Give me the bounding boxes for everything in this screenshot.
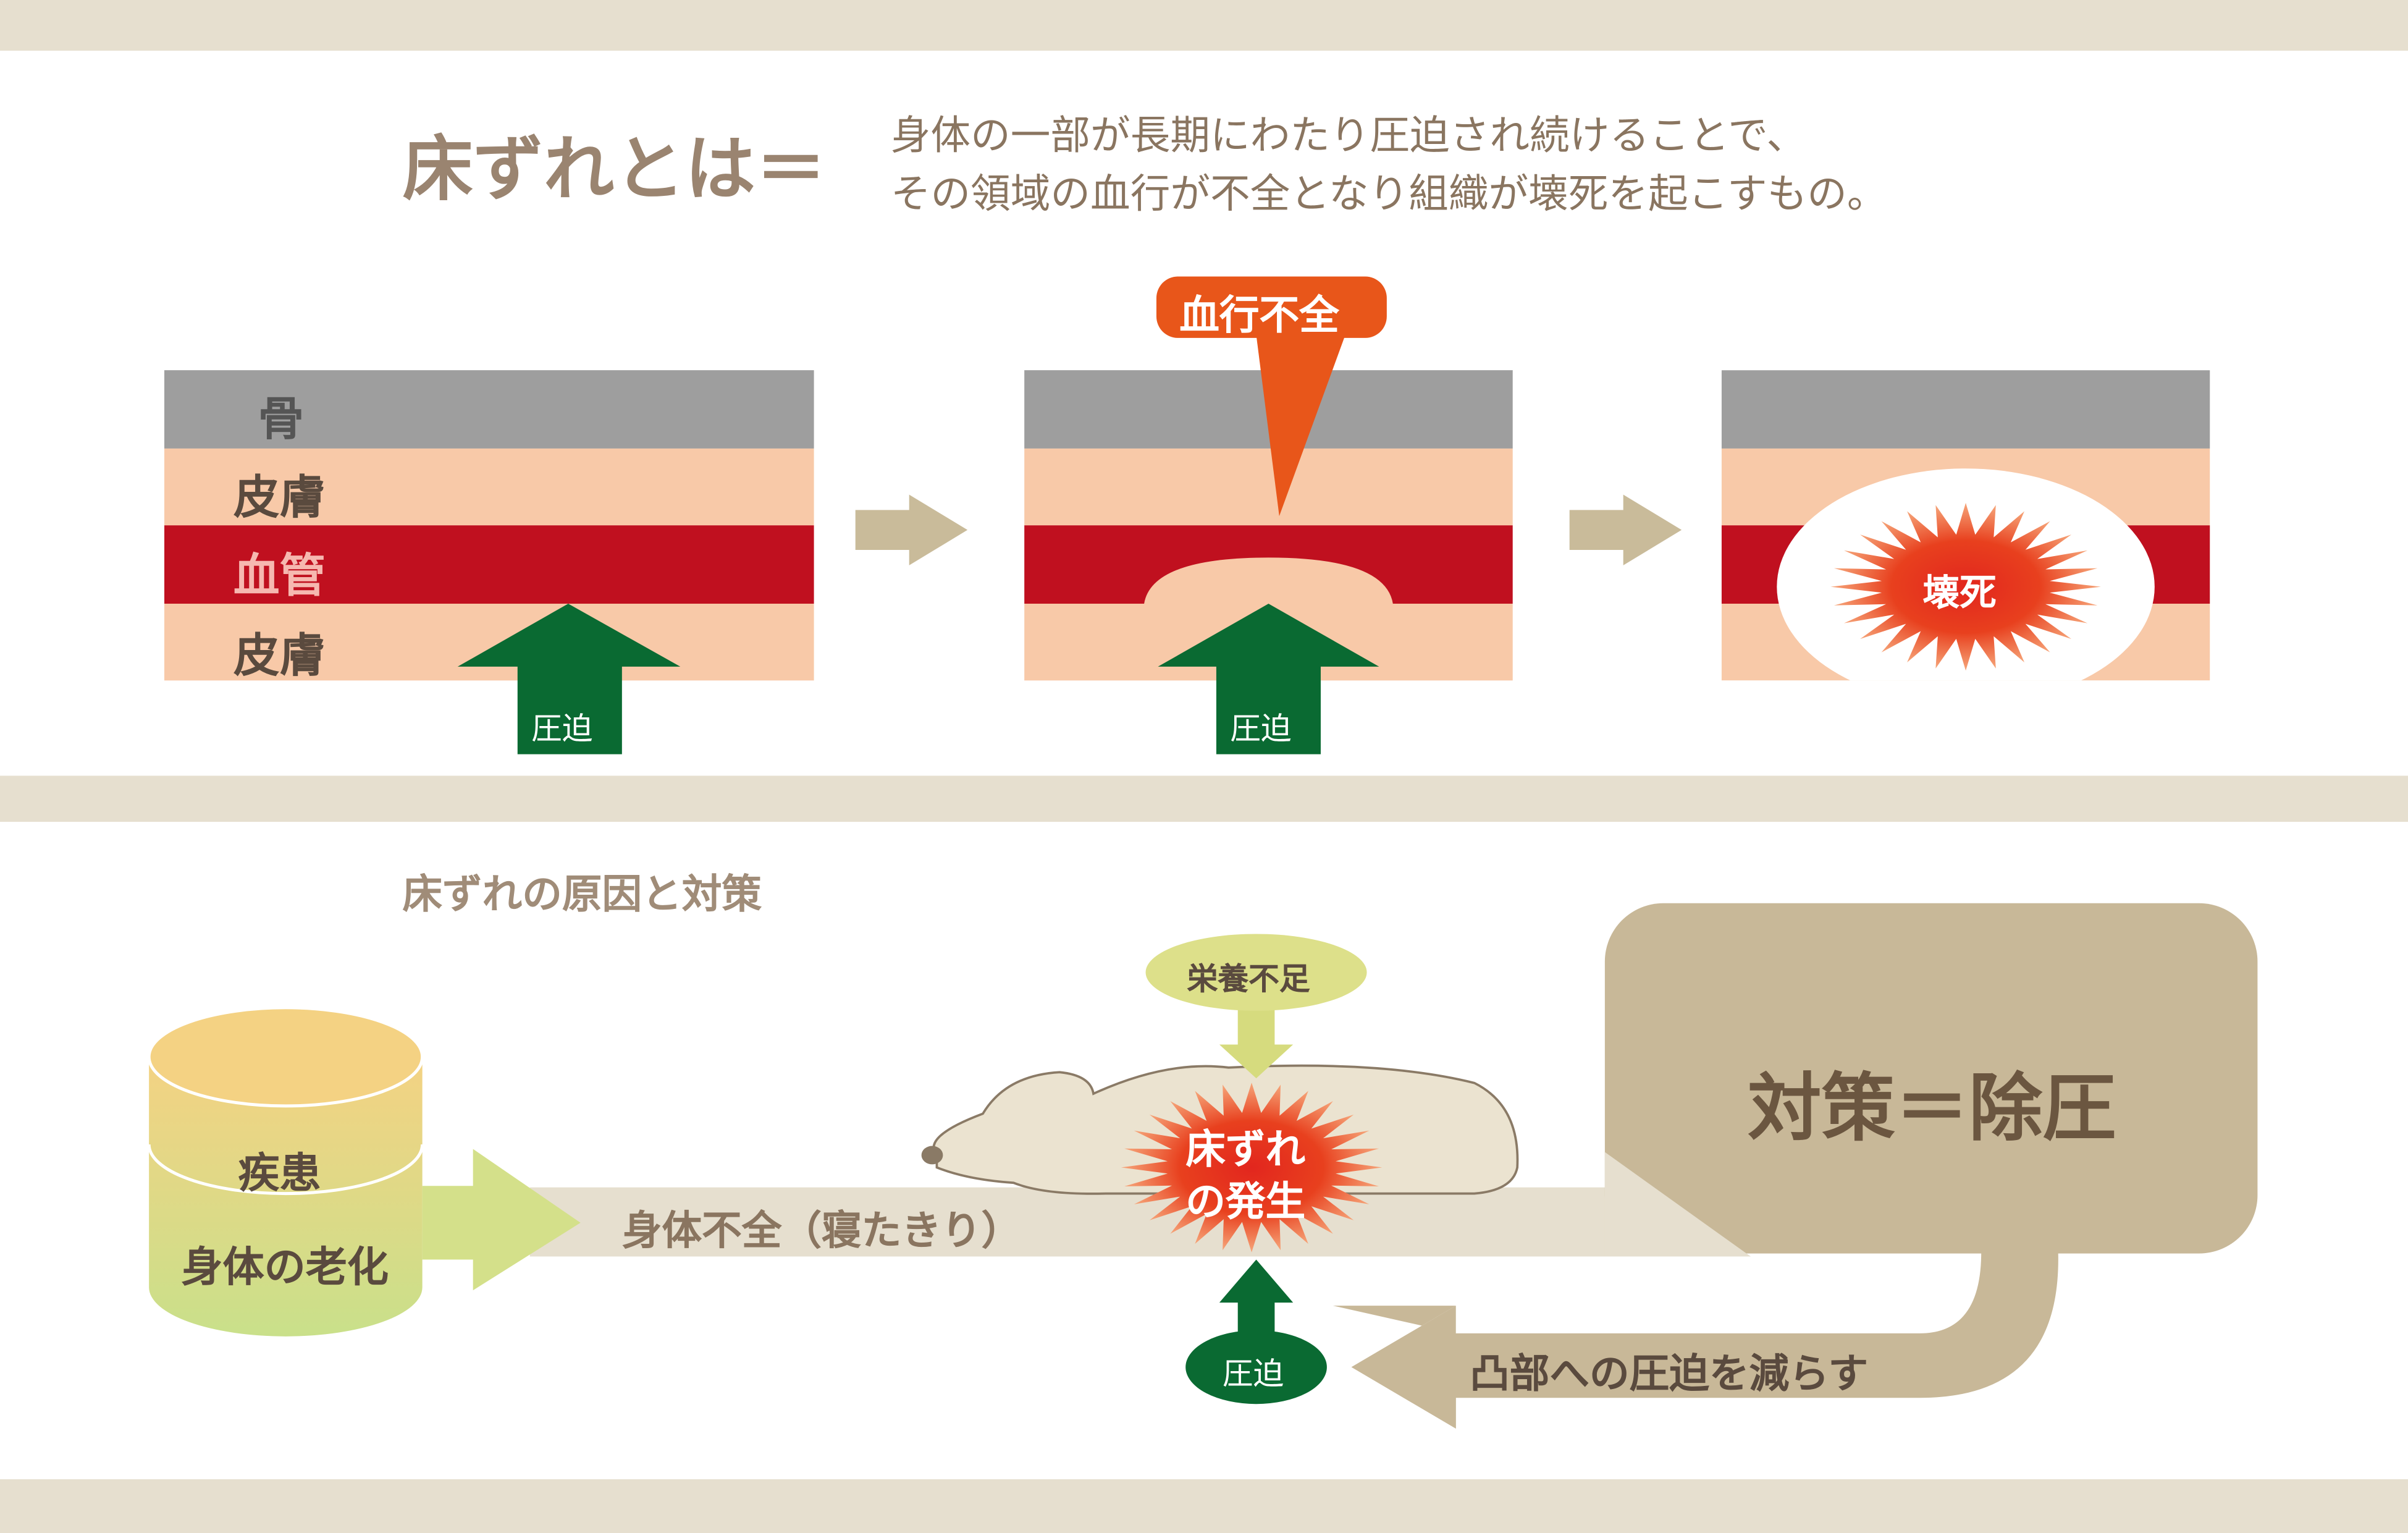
layers-panel-normal [164, 370, 814, 754]
flow-band [529, 1152, 1751, 1257]
return-arrow [1332, 1244, 2058, 1429]
callout-poor-circulation: 血行不全 [1179, 293, 1339, 340]
pressure-label: 圧迫 [1230, 709, 1292, 747]
necrosis-label: 壊死 [1922, 571, 1997, 615]
outbreak-label-2: の発生 [1185, 1180, 1306, 1226]
pressure-arrow-icon [1158, 603, 1379, 754]
outbreak-burst-icon [1121, 1083, 1383, 1252]
description-line-1: 身体の一部が長期にわたり圧迫され続けることで、 [890, 113, 1807, 160]
section-title: 床ずれの原因と対策 [402, 872, 762, 919]
outbreak-label-1: 床ずれ [1185, 1127, 1306, 1174]
middle-band [0, 775, 2408, 822]
layer-label-bone: 骨 [258, 393, 305, 447]
countermeasure-box [1604, 903, 2258, 1254]
pressure-label: 圧迫 [1222, 1354, 1284, 1392]
pressure-label: 圧迫 [531, 709, 593, 747]
page-title: 床ずれとは＝ [402, 127, 827, 211]
top-band [0, 0, 2408, 51]
arrow-right-icon [855, 494, 968, 565]
arrow-up-icon [1219, 1259, 1294, 1340]
necrosis-burst-icon [1830, 502, 2101, 671]
layers-panel-compressed [1024, 276, 1513, 754]
cylinder-top-label: 疾患 [238, 1151, 321, 1199]
layer-label-skin: 皮膚 [233, 471, 326, 526]
cylinder-bottom-label: 身体の老化 [181, 1244, 389, 1292]
layer-label-vessel: 血管 [233, 549, 326, 604]
description-line-2: その領域の血行が不全となり組織が壊死を起こすもの。 [890, 172, 1887, 219]
flow-label: 身体不全（寝たきり） [621, 1209, 1022, 1256]
causes-flow [147, 903, 2258, 1429]
arrow-right-icon [422, 1149, 581, 1291]
bottom-band [0, 1479, 2408, 1533]
pressure-arrow-icon [457, 603, 681, 754]
callout-pointer [1256, 334, 1345, 517]
layer-label-skin: 皮膚 [233, 630, 326, 684]
return-label: 凸部への圧迫を減らす [1470, 1351, 1869, 1398]
cylinder-icon [147, 1006, 424, 1337]
arrow-right-icon [1569, 494, 1682, 565]
nutrition-label: 栄養不足 [1187, 960, 1310, 997]
arrow-down-icon [1219, 1006, 1294, 1079]
countermeasure-label: 対策＝除圧 [1748, 1066, 2116, 1152]
